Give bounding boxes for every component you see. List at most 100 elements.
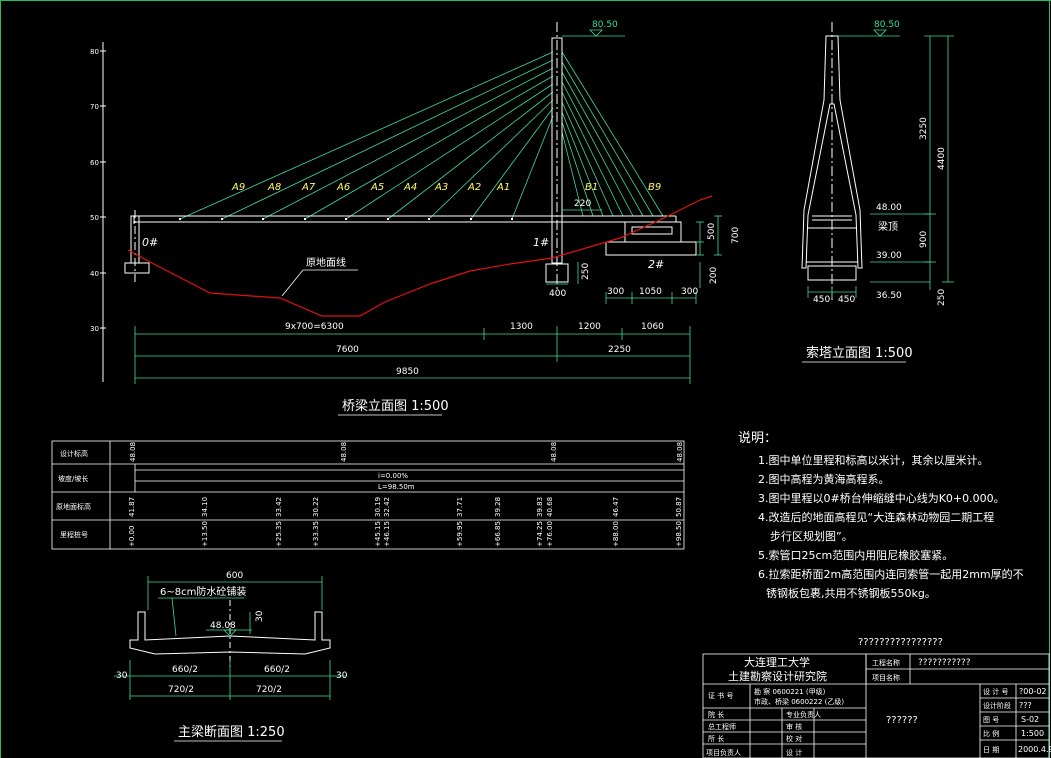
tower-elevation: 80.50 3250 4400 900 250 48.00 梁顶 39.00 3… (801, 20, 954, 363)
svg-text:原地面线: 原地面线 (306, 256, 346, 269)
cable-label-a3: A3 (434, 182, 448, 193)
tower-top-marker: 80.50 (874, 20, 900, 30)
tower-beam-top: 梁顶 (878, 220, 898, 233)
cable-label-a4: A4 (403, 182, 417, 193)
title-block-caption: ???????????????? (858, 637, 943, 648)
tower-dim-250: 250 (937, 289, 947, 306)
section-dim-660-right: 660/2 (264, 665, 290, 675)
ground-elev: 34.10 (201, 497, 209, 517)
note-line: 锈钢板包裹,共用不锈钢板550kg。 (766, 586, 936, 600)
section-dim-660-left: 660/2 (172, 665, 198, 675)
tower-elev-39: 39.00 (876, 251, 902, 261)
bridge-elevation: 80 70 60 50 40 30 (90, 20, 741, 416)
meta-value: ??? (1019, 701, 1032, 710)
cable-label-a9: A9 (231, 182, 245, 193)
meta-value: ?00-02 (1019, 687, 1047, 696)
institute-name: 大连理工大学 (744, 655, 810, 669)
bridge-deck (133, 215, 677, 224)
cable-label-a1: A1 (496, 182, 510, 193)
cable-label-a8: A8 (267, 182, 281, 193)
signoff-role: 总工程师 (708, 722, 736, 731)
signoff-role: 所 长 (708, 734, 724, 743)
item-name-label: 项目名称 (872, 673, 900, 682)
elevation-axis (100, 42, 106, 382)
design-elev-3: 48.08 (676, 442, 684, 462)
cert-label: 证 书 号 (708, 691, 733, 700)
ground-elev: 41.87 (128, 497, 136, 517)
note-line: 4.改造后的地面高程见“大连森林动物园二期工程 (758, 510, 994, 524)
meta-value: 2000.4.9 (1018, 745, 1051, 754)
station: +46.15 (383, 521, 391, 547)
ground-elev: 39.28 (494, 497, 502, 517)
main-tower (545, 22, 569, 290)
cable-label-a6: A6 (336, 182, 350, 193)
dim-9850: 9850 (396, 367, 419, 377)
elevation-title: 桥梁立面图 1:500 (342, 399, 449, 414)
dim-300-right: 300 (681, 287, 698, 297)
note-line: 3.图中里程以0#桥台伸缩缝中心线为K0+0.000。 (758, 491, 1005, 505)
row-label-design: 设计标高 (60, 449, 88, 458)
station: +76.00 (546, 521, 554, 547)
dim-400: 400 (549, 289, 566, 299)
row-label-station: 里程桩号 (60, 530, 88, 539)
station: +0.00 (128, 526, 136, 547)
dim-220: 220 (574, 199, 591, 209)
length-value: L=98.50m (378, 483, 415, 491)
pier-label-2: 2# (648, 258, 664, 271)
signoff-role: 设 计 (786, 748, 802, 757)
ground-elev: 37.71 (456, 497, 464, 517)
tower-dim-450-left: 450 (813, 295, 830, 305)
tower-dim-900: 900 (919, 231, 929, 248)
dim-1060: 1060 (641, 322, 664, 332)
slope-value: i=0.00% (378, 472, 408, 480)
ground-line (127, 195, 713, 317)
section-dim-720-right: 720/2 (256, 685, 282, 695)
cable-label-a7: A7 (301, 182, 316, 193)
meta-label: 比 例 (983, 729, 999, 738)
section-dim-720-left: 720/2 (168, 685, 194, 695)
note-line: 5.索管口25cm范围内用阻尼橡胶塞紧。 (758, 548, 953, 562)
ground-elev: 33.42 (275, 497, 283, 517)
meta-label: 设 计 号 (983, 687, 1008, 696)
axis-tick-60: 60 (90, 159, 99, 167)
meta-label: 设计阶段 (983, 701, 1011, 710)
title-block: ???????????????? 大连理工大学 土建勘察设计研究院 (702, 637, 1051, 758)
station: +25.35 (275, 521, 283, 547)
profile-table: 设计标高 坡度/坡长 原地面标高 里程桩号 i=0.00% L=98.50m 4… (51, 440, 685, 550)
station: +74.25 (536, 521, 544, 547)
cable-label-b1: B1 (585, 182, 598, 193)
signoff-role: 审 核 (786, 722, 802, 731)
ground-elev: 50.87 (675, 497, 683, 517)
section-title: 主梁断面图 1:250 (178, 725, 285, 740)
axis-tick-70: 70 (90, 103, 99, 111)
note-line: 步行区规划图”。 (770, 529, 853, 543)
meta-label: 图 号 (983, 716, 999, 724)
drawing-name: ?????? (886, 715, 918, 726)
tower-dim-450-right: 450 (838, 295, 855, 305)
pier-label-1: 1# (533, 236, 549, 249)
signoff-role: 校 对 (786, 734, 802, 743)
notes: 说明： 1.图中单位里程和标高以米计，其余以厘米计。 2.图中高程为黄海高程系。… (738, 431, 1024, 600)
dim-7600: 7600 (336, 345, 359, 355)
note-line: 6.拉索距桥面2m高范围内连同索管一起用2mm厚的不 (758, 567, 1024, 581)
project-name-label: 工程名称 (872, 658, 900, 667)
notes-heading: 说明： (738, 431, 777, 446)
ground-elev: 30.19 (374, 497, 382, 517)
station: +66.85 (494, 521, 502, 547)
cert-line-1: 勘 察 0600221 (甲级) (754, 687, 826, 696)
section-elev: 48.08 (210, 621, 236, 631)
section-dim-600: 600 (226, 571, 243, 581)
ground-elev: 46.47 (612, 497, 620, 517)
cert-line-2: 市政、桥梁 0600222 (乙级) (754, 697, 844, 706)
ground-elev: 30.22 (312, 497, 320, 517)
stay-cables (179, 51, 664, 220)
signoff-role: 专业负责人 (786, 710, 821, 719)
axis-tick-80: 80 (90, 48, 99, 56)
dim-700: 700 (731, 227, 741, 244)
girder-section: 600 6~8cm防水砼铺装 30 48.08 30 30 660/2 660/… (114, 571, 348, 742)
dim-1050: 1050 (639, 287, 662, 297)
meta-value: 1:500 (1021, 729, 1044, 738)
design-elev-0: 48.08 (129, 442, 137, 462)
section-dim-30-left: 30 (116, 671, 128, 681)
